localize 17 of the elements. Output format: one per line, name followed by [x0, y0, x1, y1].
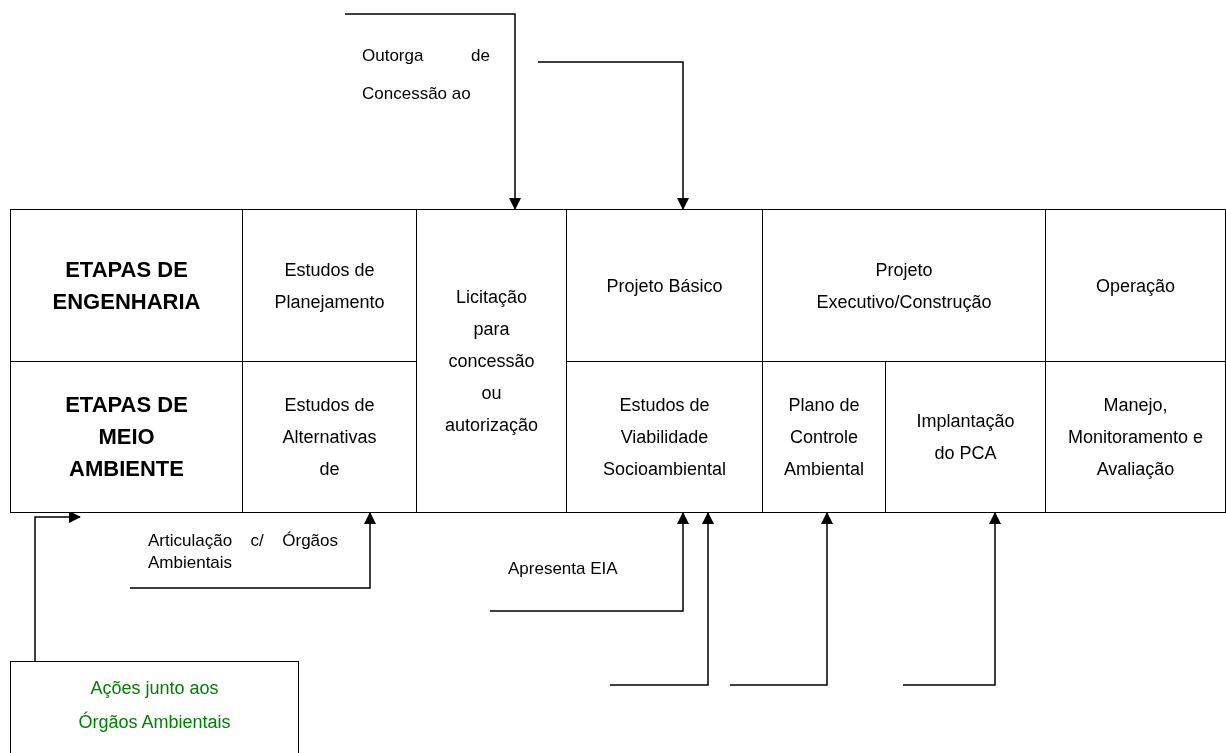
arrow [344, 13, 521, 210]
action-box: Ações junto aos Órgãos Ambientais [10, 661, 299, 753]
arrow [902, 512, 1001, 686]
arrow [34, 511, 81, 662]
table-cell: Operação [1045, 209, 1226, 362]
arrow [609, 512, 714, 686]
annotation-text: Outorga de Concessão ao [362, 45, 490, 105]
annotation-text: Apresenta EIA [508, 558, 619, 580]
row-header-cell: ETAPAS DE MEIO AMBIENTE [10, 361, 243, 513]
row-header-cell: ETAPAS DE ENGENHARIA [10, 209, 243, 362]
arrow [489, 512, 689, 612]
arrow [729, 512, 833, 686]
annotation-text: Articulação c/ Órgãos Ambientais [148, 530, 338, 574]
arrow [129, 512, 376, 589]
table-cell: Manejo, Monitoramento e Avaliação [1045, 361, 1226, 513]
arrow [537, 61, 689, 210]
table-cell: Licitação para concessão ou autorização [416, 209, 567, 513]
